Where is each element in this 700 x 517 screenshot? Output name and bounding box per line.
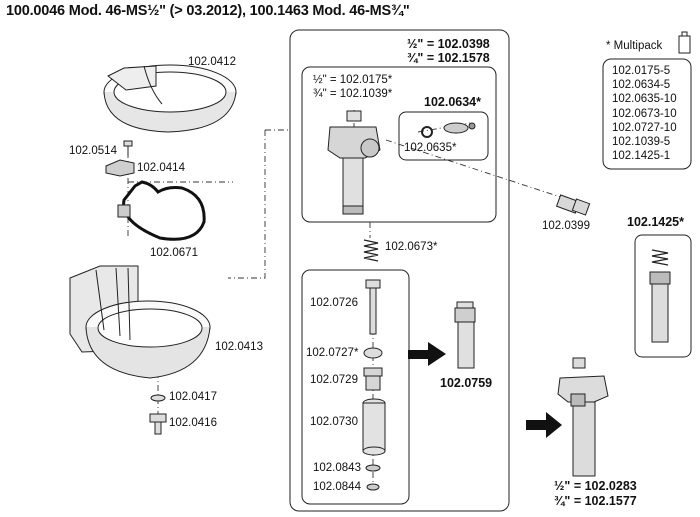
- label-bracket: 102.0671: [150, 247, 198, 259]
- label-oring: 102.0635*: [404, 142, 457, 154]
- multipack-item: 102.0634-5: [612, 79, 671, 92]
- bowl-main-drawing: [69, 265, 211, 379]
- label-valve-half: ½" = 102.0175*: [313, 74, 393, 86]
- clip-drawing: [105, 159, 135, 177]
- page-title: 100.0046 Mod. 46-MS½" (> 03.2012), 100.1…: [6, 3, 410, 19]
- bolt-big-drawing: [555, 194, 591, 216]
- label-spring: 102.0673*: [385, 241, 438, 253]
- multipack-list: 102.0175-5 102.0634-5 102.0635-10 102.06…: [612, 64, 677, 163]
- assembly-drawing: [454, 301, 476, 369]
- multipack-item: 102.0175-5: [612, 65, 671, 77]
- label-screw-small: 102.0514: [69, 145, 117, 157]
- label-kit: 102.0634*: [424, 95, 482, 109]
- multipack-item: 102.0727-10: [612, 121, 677, 134]
- bolt-small-drawing: [149, 413, 167, 435]
- multipack-item: 102.0635-10: [612, 93, 677, 106]
- kit-box: [398, 111, 489, 161]
- spring-kit-drawing: [649, 249, 671, 343]
- label-bowl-main: 102.0413: [215, 341, 263, 353]
- kit-parts-drawing: [421, 122, 476, 138]
- final-assembly-drawing: [557, 357, 609, 477]
- label-sleeve: 102.0730: [310, 416, 358, 428]
- ring-drawing: [363, 347, 383, 359]
- multipack-item: 102.1039-5: [612, 136, 671, 149]
- label-final-half: ½" = 102.0283: [554, 479, 637, 493]
- label-bowl-top: 102.0412: [188, 56, 236, 68]
- valve-body-drawing: [327, 110, 381, 215]
- label-clip: 102.0414: [137, 162, 185, 174]
- label-bolt-small: 102.0416: [169, 417, 217, 429]
- spring-kit-box: [634, 234, 692, 358]
- piston-subgroup-box: [301, 269, 410, 505]
- label-pin: 102.0726: [310, 297, 358, 309]
- washer-drawing: [150, 394, 166, 402]
- pin-drawing: [365, 279, 381, 335]
- label-valve-three-quarter: ¾" = 102.1039*: [313, 88, 393, 100]
- label-bolt-big: 102.0399: [542, 220, 590, 232]
- multipack-box: [602, 58, 692, 170]
- label-washer-b: 102.0844: [313, 481, 361, 493]
- label-final-three-quarter: ¾" = 102.1577: [554, 494, 637, 508]
- arrow-to-final: [526, 412, 562, 438]
- bowl-top-drawing: [103, 64, 237, 133]
- label-nut: 102.0729: [310, 374, 358, 386]
- multipack-item: 102.0673-10: [612, 107, 677, 120]
- valve-group-box: [289, 29, 510, 512]
- screw-small-drawing: [123, 140, 133, 156]
- nut-drawing: [363, 367, 383, 391]
- label-washer: 102.0417: [169, 391, 217, 403]
- sleeve-drawing: [362, 398, 386, 456]
- multipack-item: 102.1425-1: [612, 150, 671, 163]
- spring-drawing: [363, 239, 379, 262]
- washers-drawing: [365, 464, 381, 491]
- multipack-icon: [678, 31, 691, 54]
- arrow-to-assembly: [408, 342, 446, 366]
- valve-subgroup-box: [301, 66, 497, 223]
- label-ring: 102.0727*: [306, 347, 359, 359]
- label-head-three-quarter: ¾" = 102.1578: [407, 51, 490, 65]
- label-spring-kit: 102.1425*: [627, 215, 685, 229]
- bracket-drawing: [122, 180, 206, 241]
- label-assembly: 102.0759: [440, 376, 493, 390]
- label-head-half: ½" = 102.0398: [407, 37, 490, 51]
- label-washer-a: 102.0843: [313, 462, 361, 474]
- multipack-header: * Multipack: [606, 40, 663, 52]
